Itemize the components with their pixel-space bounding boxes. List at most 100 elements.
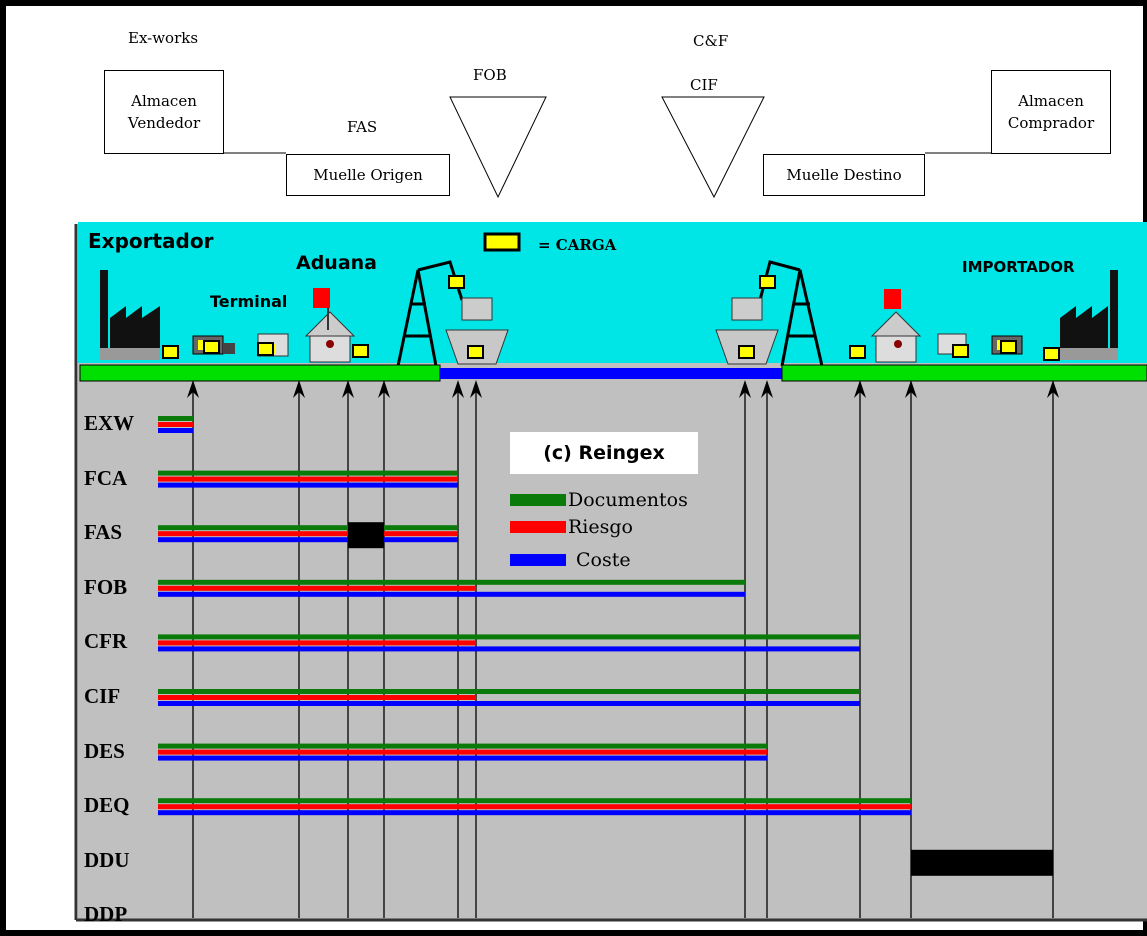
bar-riesgo-cfr [158,640,476,646]
arrow-up-icon [905,380,917,398]
bar-coste-fca [158,482,458,488]
incoterm-label-exw: EXW [84,411,135,435]
cargo-box-icon [738,345,755,359]
bar-documentos-cfr [158,634,860,640]
cargo-box-icon [849,345,866,359]
legend-title: (c) Reingex [510,432,698,474]
bar-riesgo-fob [158,585,476,591]
carga-label: = CARGA [538,236,617,254]
muelle-destino-box: Muelle Destino [763,154,925,196]
legend-item-coste: Coste [510,548,631,572]
arrow-up-icon [452,380,464,398]
legend-swatch-documentos [510,494,566,506]
almacen-vendedor-box: Almacen Vendedor [104,70,224,154]
bar-riesgo-fas [158,531,458,537]
bar-documentos-fca [158,470,458,476]
legend-label-coste: Coste [576,549,631,571]
almacen-comprador-box: Almacen Comprador [991,70,1111,154]
terminal-label: Terminal [210,292,288,311]
almacen-vendedor-line2: Vendedor [127,114,201,132]
cargo-box-icon [1000,340,1017,354]
bar-coste-cfr [158,646,860,652]
sky [78,222,1147,363]
cf-label: C&F [693,32,729,50]
bar-coste-exw [158,428,193,433]
importador-label: IMPORTADOR [962,258,1075,276]
bar-documentos-fas [158,525,458,531]
bar-riesgo-exw [158,422,193,427]
flag-right [884,289,901,309]
almacen-comprador-line2: Comprador [1007,114,1095,132]
aduana-building-icon-right [870,311,922,363]
arrow-up-icon [342,380,354,398]
incoterm-label-ddp: DDP [84,902,128,927]
legend-swatch-riesgo [510,521,566,533]
incoterm-label-fca: FCA [84,465,128,490]
arrow-up-icon [293,380,305,398]
legend-swatch-coste [510,554,566,566]
cargo-box-icon [162,345,179,359]
bar-documentos-fob [158,579,745,585]
bar-coste-cif [158,701,860,706]
arrow-up-icon [1047,380,1059,398]
bar-riesgo-deq [158,804,911,810]
cargo-box-icon [448,275,465,289]
bar-coste-des [158,755,767,761]
muelle-origen-box: Muelle Origen [286,154,450,196]
cargo-box-icon [759,275,776,289]
legend-item-documentos: Documentos [510,488,688,512]
fob-label: FOB [473,66,507,84]
incoterm-label-des: DES [84,738,125,763]
incoterm-label-fas: FAS [84,520,123,545]
exporter-factory-icon [100,270,160,360]
transfer-block-fas [348,522,384,549]
incoterm-label-ddu: DDU [84,847,130,872]
bar-coste-deq [158,810,911,816]
cargo-box-icon [257,342,274,356]
cif-triangle [661,96,765,199]
bar-riesgo-des [158,749,767,755]
bar-documentos-cif [158,689,860,694]
cif-label: CIF [690,76,718,94]
bar-documentos-exw [158,416,193,421]
fob-triangle [449,96,547,199]
sea-strip [440,368,782,379]
aduana-label: Aduana [296,252,378,274]
aduana-building-icon [304,306,356,363]
arrow-up-icon [470,380,482,398]
cargo-box-icon [1043,347,1060,361]
legend-item-riesgo: Riesgo [510,515,633,539]
legend-label-documentos: Documentos [568,489,688,511]
arrow-up-icon [739,380,751,398]
importer-factory-icon [1058,270,1118,360]
land-strip-destination [781,364,1147,382]
incoterm-label-cfr: CFR [84,629,128,654]
arrow-up-icon [854,380,866,398]
bar-coste-fas [158,537,458,543]
bar-coste-fob [158,591,745,597]
legend-label-riesgo: Riesgo [568,516,633,538]
arrow-up-icon [378,380,390,398]
bar-documentos-des [158,743,767,749]
incoterm-label-deq: DEQ [84,793,130,818]
cargo-box-icon [352,344,369,358]
cargo-box-icon [203,340,220,354]
transfer-block-ddu [911,849,1053,876]
fas-label: FAS [347,118,378,136]
exportador-label: Exportador [88,229,214,253]
almacen-vendedor-line1: Almacen [131,91,197,110]
bar-riesgo-fca [158,476,458,482]
arrow-up-icon [187,380,199,398]
cargo-box-icon [952,344,969,358]
incoterm-label-fob: FOB [84,574,128,599]
flag-left [313,288,330,308]
almacen-comprador-line1: Almacen [1018,91,1084,110]
arrow-up-icon [761,380,773,398]
exworks-label: Ex-works [128,29,199,47]
bar-documentos-deq [158,798,911,804]
incoterm-label-cif: CIF [84,684,121,708]
bar-riesgo-cif [158,695,476,700]
carga-swatch [483,232,521,252]
cargo-box-icon [467,345,484,359]
